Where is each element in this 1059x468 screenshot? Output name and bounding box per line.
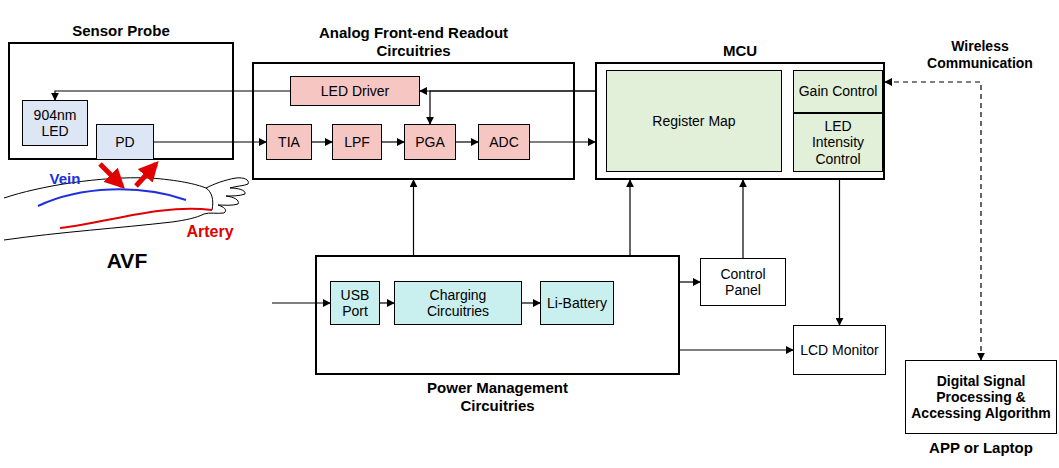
control-box: Gain Control	[793, 70, 883, 113]
control-box: LED Intensity Control	[793, 113, 883, 172]
process-box: LPF	[332, 124, 382, 160]
connector-arrow	[413, 180, 414, 255]
led-box: 904nm LED	[22, 100, 88, 146]
box-label: Control Panel	[701, 264, 785, 300]
artery-label: Artery	[178, 222, 242, 241]
connector-arrow	[154, 141, 266, 142]
usb-input-arrow	[272, 302, 330, 303]
connector-arrow	[680, 281, 700, 282]
register-box: Register Map	[606, 70, 782, 172]
light-out-arrow	[136, 164, 156, 186]
process-box: PGA	[404, 124, 456, 160]
box-label: PGA	[412, 132, 448, 152]
box-label: USB Port	[331, 285, 379, 321]
connector-arrow	[742, 180, 743, 258]
vein-label: Vein	[40, 170, 90, 188]
process-box: LED Driver	[290, 76, 420, 106]
probe-box: Sensor Probe904nm LEDPD	[8, 42, 234, 160]
connector-arrow	[55, 91, 290, 100]
box-heading: Sensor Probe	[21, 22, 221, 40]
connector-arrow	[530, 141, 595, 142]
power-part-box: USB Port	[330, 281, 380, 325]
box-label: LCD Monitor	[797, 340, 882, 360]
box-heading: APP or Laptop	[906, 439, 1056, 457]
power-part-box: Charging Circuitries	[394, 281, 522, 325]
box-heading: MCU	[680, 42, 800, 60]
process-box: ADC	[478, 124, 530, 160]
monitor-box: LCD Monitor	[793, 325, 886, 375]
power-part-box: Li-Battery	[540, 281, 614, 325]
power-box: Power Management CircuitriesUSB PortChar…	[315, 255, 680, 375]
connector-arrow	[839, 180, 840, 325]
connector-arrow	[680, 349, 793, 350]
process-box: TIA	[266, 124, 312, 160]
box-label: Charging Circuitries	[395, 285, 521, 321]
box-label: Digital Signal Processing & Accessing Al…	[906, 371, 1056, 423]
box-label: LED Intensity Control	[794, 116, 882, 168]
box-label: LPF	[341, 132, 373, 152]
box-label: PD	[112, 132, 137, 152]
connector-arrow	[522, 302, 540, 303]
connector-arrow	[380, 302, 394, 303]
mcu-box: MCURegister MapGain ControlLED Intensity…	[595, 62, 885, 180]
app-box: Digital Signal Processing & Accessing Al…	[905, 360, 1057, 434]
connector-arrow	[456, 141, 478, 142]
panel-box: Control Panel	[700, 258, 786, 306]
frontend-box: Analog Front-end Readout CircuitriesLED …	[252, 62, 575, 180]
wireless-label: Wireless Communication	[925, 38, 1035, 72]
box-label: Register Map	[649, 111, 738, 131]
box-heading: Power Management Circuitries	[398, 379, 598, 415]
vein-curve	[38, 189, 186, 206]
box-label: Li-Battery	[544, 293, 610, 313]
photodiode-box: PD	[96, 124, 154, 160]
connector-arrow	[629, 180, 630, 255]
avf-label: AVF	[92, 248, 162, 273]
connector-arrow	[430, 91, 595, 124]
light-in-arrow	[100, 164, 122, 186]
connector-arrow	[312, 141, 332, 142]
box-label: LED Driver	[318, 81, 392, 101]
box-label: Gain Control	[796, 81, 881, 101]
box-label: ADC	[486, 132, 522, 152]
box-heading: Analog Front-end Readout Circuitries	[319, 24, 509, 60]
box-label: 904nm LED	[23, 105, 87, 141]
connector-arrow	[382, 141, 404, 142]
connector-arrow	[885, 82, 981, 360]
box-label: TIA	[275, 132, 303, 152]
